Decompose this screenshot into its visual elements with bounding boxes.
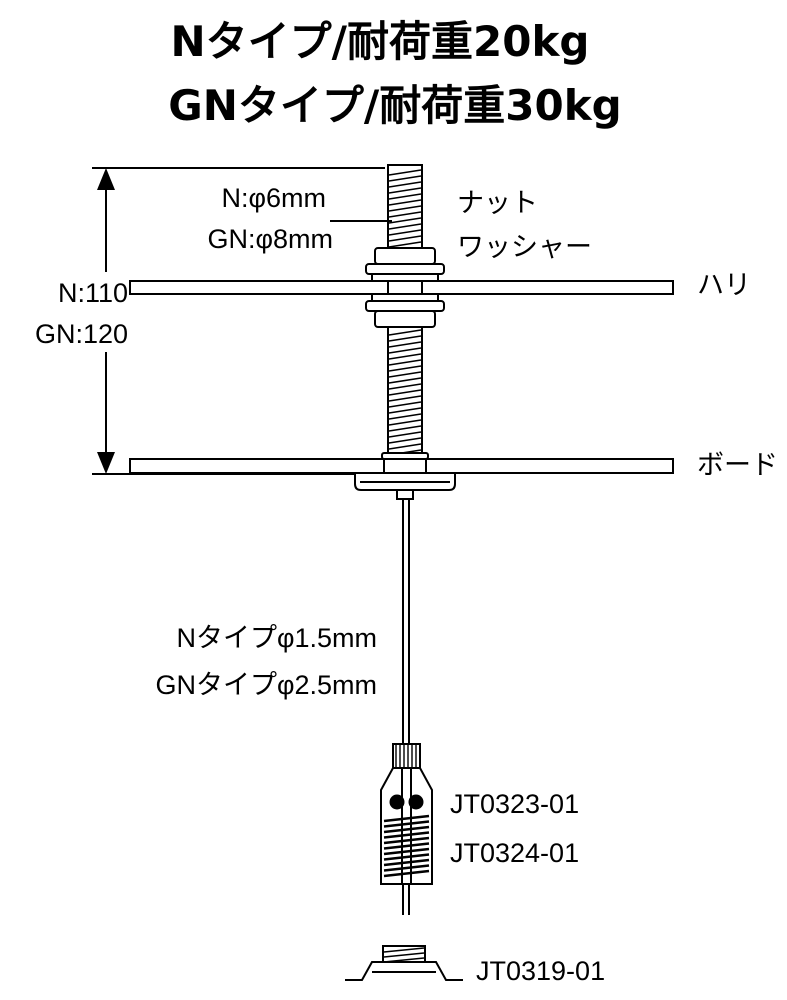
title-line-2: GNタイプ/耐荷重30kg [168, 81, 621, 130]
board-label: ボード [697, 450, 778, 480]
beam-label: ハリ [697, 270, 751, 300]
length-label-gn: GN:120 [35, 319, 128, 349]
nut-label: ナット [457, 188, 538, 218]
wire-diameter-n: Nタイプφ1.5mm [176, 623, 377, 653]
part-number-jt0319: JT0319-01 [476, 956, 605, 986]
part-number-jt0324: JT0324-01 [450, 838, 579, 868]
upper-nut [365, 247, 445, 282]
part-number-jt0323: JT0323-01 [450, 789, 579, 819]
end-cap [345, 945, 463, 981]
wire [402, 499, 410, 915]
wire-diameter-gn: GNタイプφ2.5mm [155, 670, 377, 700]
title-line-1: Nタイプ/耐荷重20kg [171, 17, 590, 66]
length-label-n: N:110 [58, 278, 128, 308]
board-nut [354, 452, 456, 500]
bolt-diameter-n: N:φ6mm [221, 183, 326, 213]
bolt-diameter-gn: GN:φ8mm [207, 224, 333, 254]
lower-nut [365, 293, 445, 328]
washer-label: ワッシャー [457, 232, 592, 262]
wire-gripper [380, 743, 433, 885]
